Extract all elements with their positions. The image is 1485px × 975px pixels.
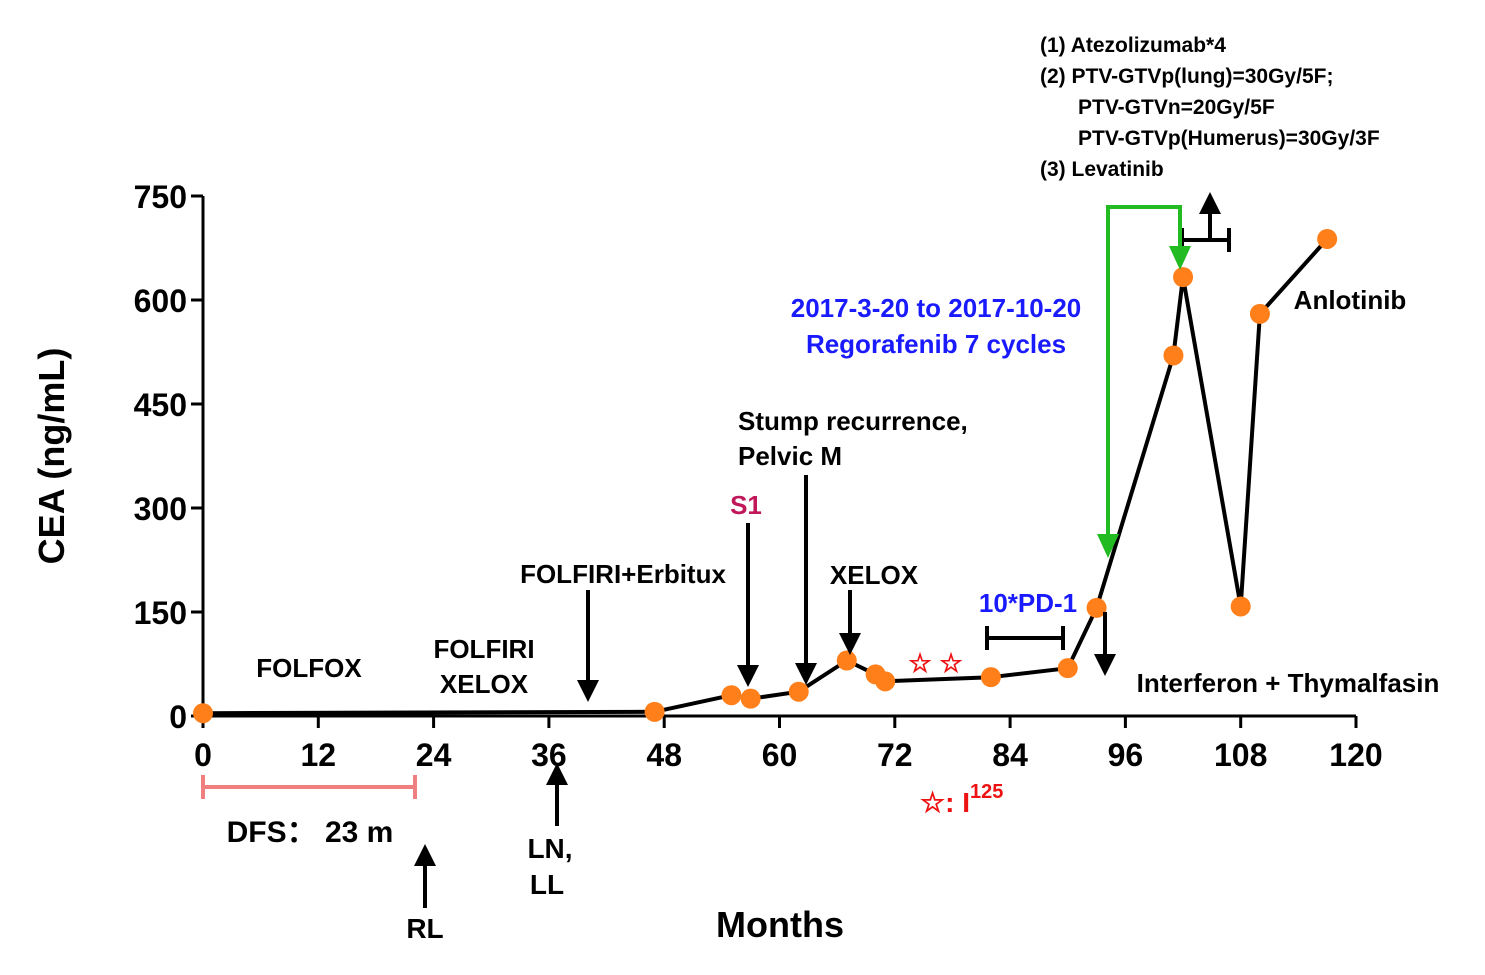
y-tick-label: 600 xyxy=(134,283,187,319)
green-bracket xyxy=(1097,205,1191,558)
y-axis-title: CEA (ng/mL) xyxy=(31,348,72,565)
data-point xyxy=(721,685,742,706)
label-s1: S1 xyxy=(730,490,762,520)
annotations: FOLFOX FOLFIRI XELOX FOLFIRI+Erbitux S1 … xyxy=(227,34,1440,944)
star-1: ☆ xyxy=(908,648,932,678)
label-interferon: Interferon + Thymalfasin xyxy=(1137,668,1440,698)
arrowhead-up-anlotinib xyxy=(1199,192,1221,214)
data-point xyxy=(1057,658,1078,679)
y-tick-label: 450 xyxy=(134,387,187,423)
arrowhead-folfiri-erbitux xyxy=(577,680,599,702)
label-ll: LL xyxy=(530,869,564,900)
star-2: ☆ xyxy=(939,648,963,678)
data-point xyxy=(193,703,213,724)
label-dfs: DFS： 23 m xyxy=(227,816,394,849)
arrowhead-ln xyxy=(546,763,568,785)
interval-bars xyxy=(201,228,1231,799)
data-point xyxy=(788,681,809,702)
data-point xyxy=(980,667,1001,688)
label-treat-4: PTV-GTVp(Humerus)=30Gy/3F xyxy=(1078,127,1380,150)
cea-series-line xyxy=(202,237,1329,716)
y-ticks: 0 150 300 450 600 750 xyxy=(134,179,203,735)
label-i125-prefix: ☆: I xyxy=(920,787,970,818)
label-treat-2: (2) PTV-GTVp(lung)=30Gy/5F; xyxy=(1040,65,1333,88)
label-folfiri-erbitux: FOLFIRI+Erbitux xyxy=(520,559,726,589)
label-regorafenib-2: Regorafenib 7 cycles xyxy=(806,329,1066,359)
x-tick-label: 72 xyxy=(877,737,913,773)
y-tick-label: 150 xyxy=(134,595,187,631)
x-tick-label: 0 xyxy=(194,737,212,773)
x-tick-label: 108 xyxy=(1214,737,1267,773)
data-point xyxy=(1230,596,1251,617)
treatment-arrows xyxy=(414,192,1221,908)
data-point xyxy=(875,671,896,692)
data-point xyxy=(1173,267,1194,288)
green-arrowhead-right xyxy=(1169,246,1191,270)
x-tick-label: 60 xyxy=(762,737,798,773)
data-point xyxy=(1249,303,1270,324)
arrowhead-s1 xyxy=(737,665,759,687)
label-anlotinib: Anlotinib xyxy=(1294,285,1407,315)
y-tick-label: 750 xyxy=(134,179,187,215)
data-point xyxy=(740,688,761,709)
arrowhead-xelox xyxy=(839,633,861,655)
label-stump-2: Pelvic M xyxy=(738,441,842,471)
x-tick-label: 48 xyxy=(646,737,682,773)
y-tick-label: 300 xyxy=(134,491,187,527)
label-folfox: FOLFOX xyxy=(256,653,362,683)
green-arrowhead-left xyxy=(1097,534,1119,558)
arrowhead-interferon xyxy=(1094,654,1116,676)
x-tick-label: 84 xyxy=(992,737,1028,773)
x-axis-title: Months xyxy=(716,904,844,945)
label-regorafenib-1: 2017-3-20 to 2017-10-20 xyxy=(791,293,1082,323)
x-tick-label: 12 xyxy=(301,737,337,773)
arrowhead-rl xyxy=(414,844,436,866)
label-treat-5: (3) Levatinib xyxy=(1040,158,1164,181)
label-i125: ☆: I125 xyxy=(920,781,1003,818)
y-tick-label: 0 xyxy=(169,699,187,735)
x-tick-label: 96 xyxy=(1108,737,1144,773)
label-folfiri: FOLFIRI xyxy=(433,634,534,664)
x-tick-label: 120 xyxy=(1329,737,1382,773)
label-rl: RL xyxy=(406,913,443,944)
label-stump-1: Stump recurrence, xyxy=(738,406,968,436)
data-point xyxy=(644,701,665,722)
data-point xyxy=(836,650,857,671)
label-treat-1: (1) Atezolizumab*4 xyxy=(1040,34,1226,57)
x-tick-label: 36 xyxy=(531,737,567,773)
label-treat-3: PTV-GTVn=20Gy/5F xyxy=(1078,96,1275,119)
cea-points xyxy=(193,228,1338,724)
label-pd1: 10*PD-1 xyxy=(979,588,1077,618)
data-point xyxy=(1086,597,1107,618)
green-bracket-line xyxy=(1106,205,1182,538)
label-xelox-1: XELOX xyxy=(440,669,529,699)
arrowhead-stump xyxy=(795,663,817,685)
data-point xyxy=(1317,228,1338,249)
x-tick-label: 24 xyxy=(416,737,452,773)
label-i125-sup: 125 xyxy=(970,781,1003,803)
x-ticks: 0 12 24 36 48 60 72 84 96 108 120 xyxy=(194,716,1383,773)
label-xelox-2: XELOX xyxy=(830,560,919,590)
data-point xyxy=(1163,345,1184,366)
label-ln: LN, xyxy=(527,833,572,864)
